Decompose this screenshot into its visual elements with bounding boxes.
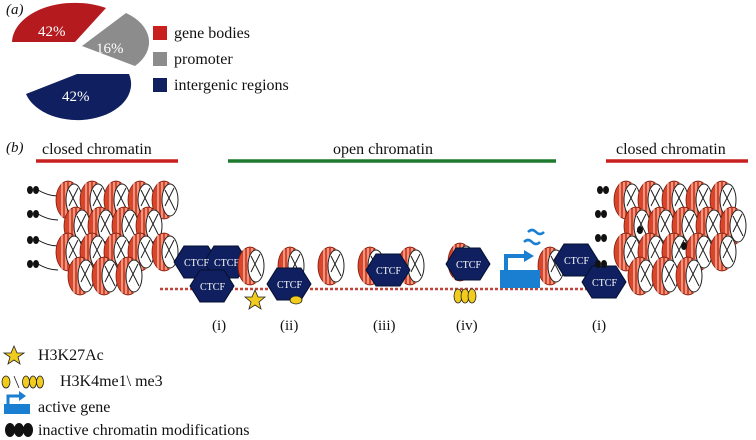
black-dots-icon bbox=[5, 423, 33, 437]
ctcf-label: CTCF bbox=[564, 256, 589, 267]
ctcf-label: CTCF bbox=[200, 282, 225, 293]
pie-label-intergenic-regions: 42% bbox=[62, 89, 90, 105]
pie-label-promoter: 16% bbox=[96, 41, 124, 57]
ctcf-label: CTCF bbox=[592, 278, 617, 289]
ctcf-label: CTCF bbox=[184, 258, 209, 269]
pie-legend: gene bodies promoter intergenic regions bbox=[153, 25, 289, 94]
pie-label-gene-bodies: 42% bbox=[38, 24, 66, 40]
legend-label-intergenic-regions: intergenic regions bbox=[174, 77, 289, 94]
closed-chromatin-left bbox=[27, 180, 179, 296]
legend-swatch-gene-bodies bbox=[153, 26, 167, 40]
legend-b-label: H3K27Ac bbox=[38, 347, 104, 364]
legend-b-label: active gene bbox=[38, 399, 110, 416]
pie-slice-intergenic-regions bbox=[26, 74, 132, 121]
inactive-marks-left bbox=[27, 186, 39, 268]
site-label: (iv) bbox=[456, 318, 478, 334]
site-label: (i) bbox=[212, 318, 226, 334]
transcript-squiggle bbox=[523, 228, 545, 246]
oval-marks-icon bbox=[1, 375, 44, 389]
inactive-marks-right bbox=[595, 186, 687, 268]
ctcf-label: CTCF bbox=[456, 260, 481, 271]
panel-a-label: (a) bbox=[6, 2, 24, 18]
pie-slice-promoter bbox=[82, 13, 150, 66]
site-label: (i) bbox=[592, 318, 606, 334]
arrow-gene-icon bbox=[4, 391, 30, 414]
ctcf-label: CTCF bbox=[214, 258, 239, 269]
site-label: (ii) bbox=[280, 318, 298, 334]
ctcf-cluster-right: CTCF CTCF bbox=[553, 243, 627, 299]
star-mark bbox=[243, 288, 267, 310]
legend-b-label: H3K4me1\ me3 bbox=[60, 373, 163, 390]
open-chromatin: CTCF CTCF CTCF bbox=[237, 242, 565, 301]
legend-b: H3K27Ac H3K4me1\ me3 active gene inactiv… bbox=[1, 344, 250, 439]
pie-chart: 42% 16% 42% bbox=[12, 2, 150, 121]
h3k4-mark bbox=[289, 295, 303, 305]
legend-b-label: inactive chromatin modifications bbox=[38, 422, 250, 439]
region-center-label: open chromatin bbox=[333, 141, 433, 158]
panel-b-label: (b) bbox=[6, 140, 24, 156]
legend-label-promoter: promoter bbox=[174, 51, 233, 68]
pie-slice-gene-bodies bbox=[12, 2, 106, 42]
star-icon bbox=[2, 344, 26, 365]
legend-swatch-intergenic-regions bbox=[153, 78, 167, 92]
ctcf-label: CTCF bbox=[376, 266, 401, 277]
active-gene bbox=[500, 228, 545, 288]
legend-label-gene-bodies: gene bodies bbox=[174, 25, 250, 42]
closed-chromatin-right bbox=[595, 180, 747, 296]
region-left-label: closed chromatin bbox=[42, 141, 152, 158]
region-right-label: closed chromatin bbox=[616, 141, 726, 158]
ctcf-cluster-left: CTCF CTCF CTCF bbox=[173, 245, 249, 303]
legend-swatch-promoter bbox=[153, 52, 167, 66]
site-label: (iii) bbox=[373, 318, 396, 334]
h3k4me3-marks bbox=[453, 288, 477, 304]
ctcf-label: CTCF bbox=[277, 280, 302, 291]
